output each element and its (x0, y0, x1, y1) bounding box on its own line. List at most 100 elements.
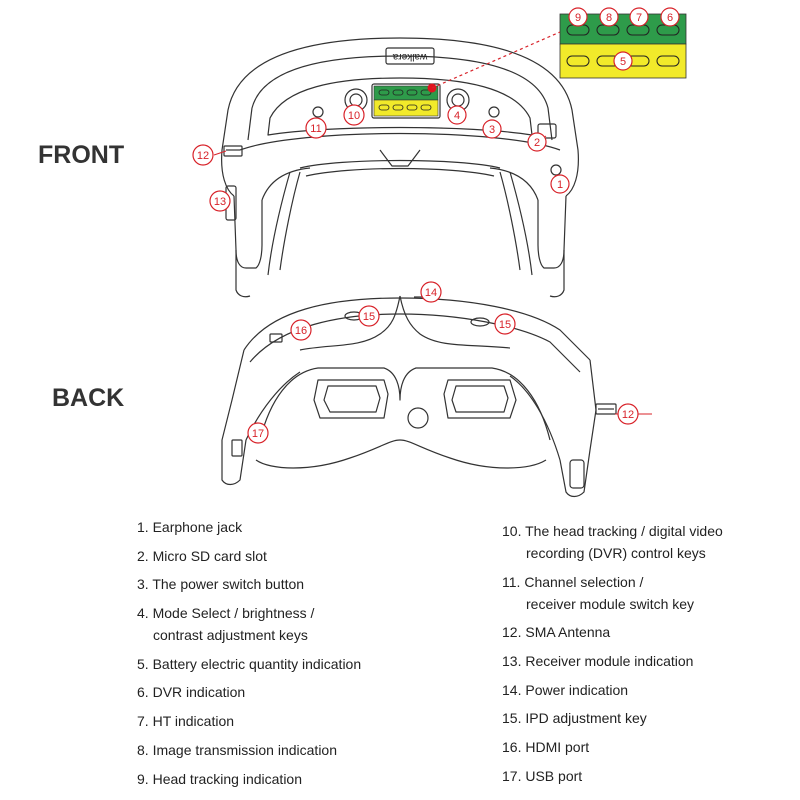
legend-item: 15. IPD adjustment key (502, 707, 792, 729)
callout-5: 5 (613, 51, 633, 71)
callout-17: 17 (247, 422, 269, 444)
svg-text:5: 5 (620, 56, 626, 68)
callout-14: 14 (420, 281, 442, 303)
legend-item-number: 7. (137, 713, 149, 730)
svg-text:17: 17 (252, 428, 264, 440)
legend-item-line: 17. USB port (502, 765, 792, 787)
legend-item-number: 16. (502, 739, 522, 756)
legend-item-number: 1. (137, 519, 149, 535)
legend-item-number: 9. (137, 770, 149, 787)
legend-item-line: 7. HT indication (137, 710, 477, 732)
svg-text:13: 13 (214, 196, 226, 208)
legend-item-text: Receiver module indication (525, 653, 694, 670)
legend-item: 7. HT indication (137, 710, 477, 732)
legend-item-line: 8. Image transmission indication (137, 739, 477, 761)
legend-item: 1. Earphone jack (137, 516, 477, 538)
svg-text:12: 12 (197, 150, 209, 162)
legend-item: 9. Head tracking indication (137, 768, 477, 790)
legend-item-text: The power switch button (152, 576, 305, 593)
callout-markers: 9 8 7 6 5 10 4 (192, 7, 680, 444)
legend-item-text-continued: contrast adjustment keys (153, 627, 308, 644)
legend-item-line: 16. HDMI port (502, 736, 792, 758)
legend-item-text: HDMI port (525, 739, 590, 756)
svg-text:8: 8 (606, 12, 612, 24)
legend-item-text: Power indication (525, 681, 629, 698)
svg-text:2: 2 (534, 137, 540, 149)
legend-item-text: USB port (525, 767, 583, 784)
svg-text:10: 10 (348, 110, 360, 122)
callout-6: 6 (660, 7, 680, 27)
svg-text:14: 14 (425, 287, 437, 299)
legend-item-line: 14. Power indication (502, 679, 792, 701)
callout-2: 2 (527, 132, 547, 152)
callout-10: 10 (343, 104, 365, 126)
legend-item-line: 9. Head tracking indication (137, 768, 477, 790)
callout-16: 16 (290, 319, 312, 341)
legend-item-line: 12. SMA Antenna (502, 621, 792, 643)
legend-item: 5. Battery electric quantity indication (137, 653, 477, 675)
legend-item-line: 15. IPD adjustment key (502, 707, 792, 729)
front-view-label: FRONT (38, 141, 125, 169)
svg-text:12: 12 (622, 409, 634, 421)
callout-7: 7 (629, 7, 649, 27)
legend-item: 14. Power indication (502, 679, 792, 701)
legend-item-text: Battery electric quantity indication (152, 655, 362, 672)
legend-item-line: 13. Receiver module indication (502, 650, 792, 672)
front-led-panel (373, 83, 439, 117)
legend-item-text: Micro SD card slot (152, 547, 267, 564)
brand-logo: walkera (392, 51, 428, 62)
legend-item: 17. USB port (502, 765, 792, 787)
legend-item-line: 10. The head tracking / digital video (502, 520, 792, 542)
callout-11: 11 (305, 117, 327, 139)
callout-12-front: 12 (192, 144, 214, 166)
legend-item: 2. Micro SD card slot (137, 545, 477, 567)
legend-item-number: 11. (502, 573, 521, 590)
legend-item-number: 13. (502, 653, 522, 670)
callout-15-left: 15 (358, 305, 380, 327)
legend-item-number: 3. (137, 576, 149, 593)
svg-text:4: 4 (454, 110, 460, 122)
legend-item-text: DVR indication (152, 684, 246, 701)
legend-item: 13. Receiver module indication (502, 650, 792, 672)
front-view-goggles (221, 37, 579, 298)
callout-12-back: 12 (617, 403, 639, 425)
legend-item-line: 3. The power switch button (137, 573, 477, 595)
svg-text:11: 11 (310, 123, 321, 135)
legend-item-text-continued: receiver module switch key (526, 595, 695, 612)
legend-item-line: 4. Mode Select / brightness / (137, 602, 477, 624)
legend-item-number: 17. (502, 767, 522, 784)
legend-item-number: 5. (137, 655, 149, 672)
led-panel-zoom-inset (431, 13, 687, 89)
legend-item: 16. HDMI port (502, 736, 792, 758)
legend-right-column: 10. The head tracking / digital video rec… (502, 520, 792, 794)
legend-item: 12. SMA Antenna (502, 621, 792, 643)
callout-3: 3 (482, 119, 502, 139)
legend-item-text: Earphone jack (152, 519, 243, 535)
legend-item-text: HT indication (152, 713, 235, 730)
svg-text:16: 16 (295, 325, 307, 337)
legend-item: 8. Image transmission indication (137, 739, 477, 761)
legend-item-text: Image transmission indication (152, 741, 337, 758)
legend-item-text-continued: recording (DVR) control keys (526, 545, 706, 561)
svg-text:6: 6 (667, 12, 673, 24)
legend-item-number: 4. (137, 605, 149, 622)
svg-text:15: 15 (499, 319, 511, 331)
legend-item-number: 2. (137, 547, 149, 564)
legend-item-line: 11. Channel selection / (502, 571, 792, 593)
legend-item-number: 10. (502, 523, 522, 539)
legend-item-number: 14. (502, 681, 522, 698)
legend-item-line: 5. Battery electric quantity indication (137, 653, 477, 675)
legend-item-line: 1. Earphone jack (137, 516, 477, 538)
callout-8: 8 (599, 7, 619, 27)
legend-item: 4. Mode Select / brightness / contrast ad… (137, 602, 477, 646)
callout-9: 9 (568, 7, 588, 27)
legend-item-text: SMA Antenna (525, 624, 611, 641)
legend-item-number: 8. (137, 741, 149, 758)
legend-item-number: 6. (137, 684, 149, 701)
legend-item-text: The head tracking / digital video (525, 523, 723, 539)
back-view-label: BACK (52, 384, 125, 412)
legend-item: 10. The head tracking / digital video rec… (502, 520, 792, 564)
legend-item-text: Mode Select / brightness / (152, 605, 315, 622)
